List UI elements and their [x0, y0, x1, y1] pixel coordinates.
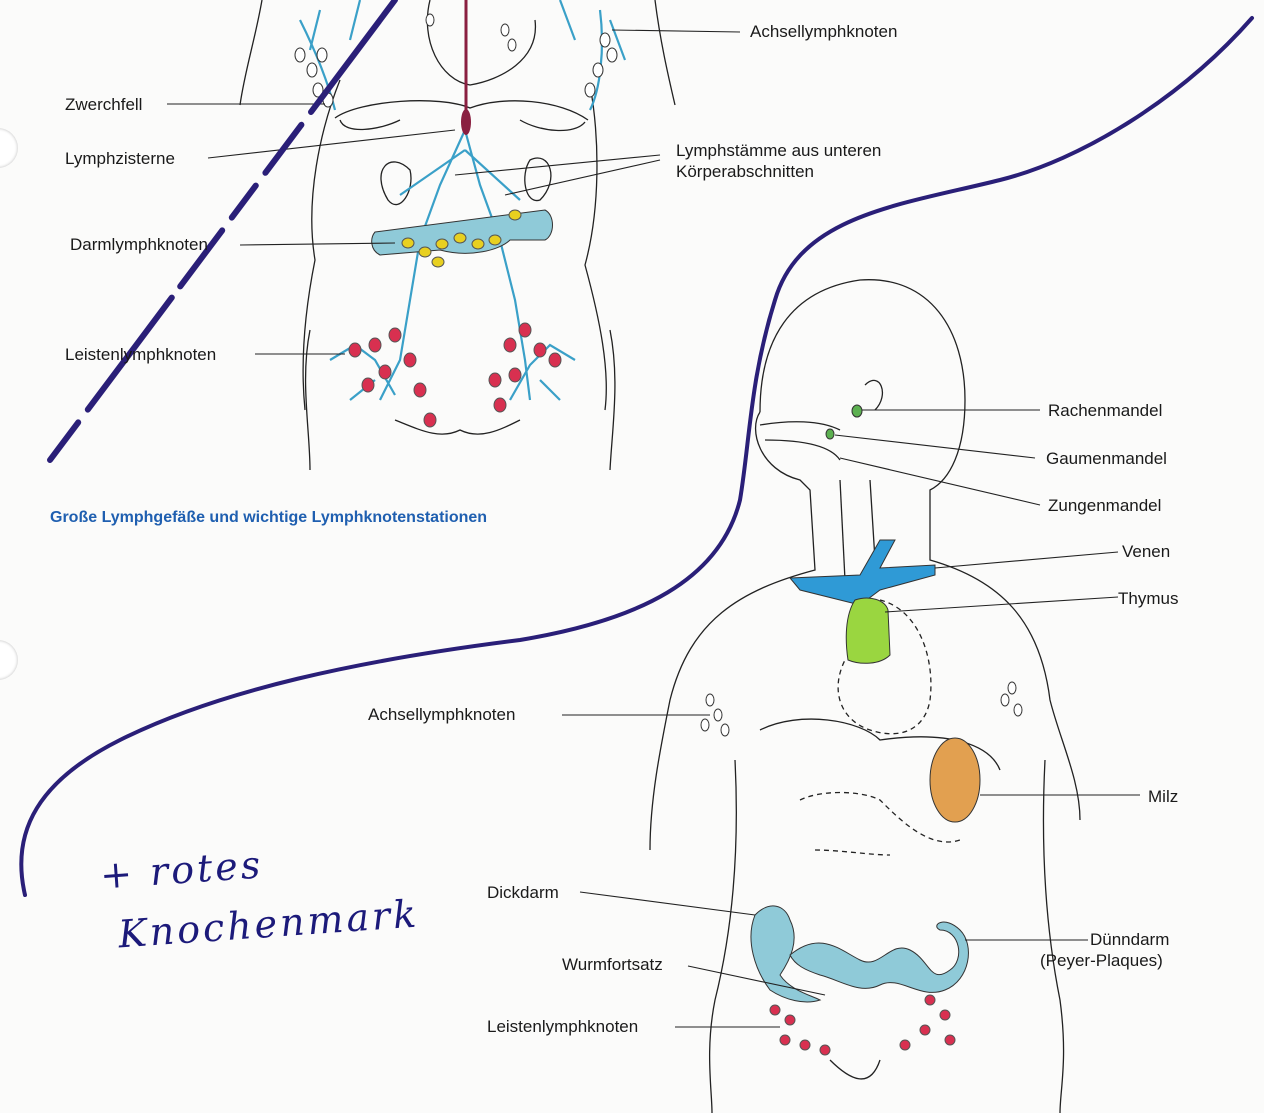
label-zungenmandel: Zungenmandel	[1048, 496, 1161, 516]
pen-diagonal-line	[50, 0, 395, 460]
label-gaumenmandel: Gaumenmandel	[1046, 449, 1167, 469]
label-leistenlymphknoten-upper: Leistenlymphknoten	[65, 345, 216, 365]
label-rachenmandel: Rachenmandel	[1048, 401, 1162, 421]
upper-axillary-nodes	[295, 14, 617, 107]
vein-arch	[790, 540, 935, 605]
figure-caption: Große Lymphgefäße und wichtige Lymphknot…	[50, 509, 487, 527]
thymus-organ	[846, 598, 890, 663]
label-darmlymphknoten: Darmlymphknoten	[70, 235, 208, 255]
label-milz: Milz	[1148, 787, 1178, 807]
label-lymphzisterne: Lymphzisterne	[65, 149, 175, 169]
label-duenndarm-line1: Dünndarm	[1090, 930, 1169, 950]
label-venen: Venen	[1122, 542, 1170, 562]
label-thymus: Thymus	[1118, 589, 1178, 609]
label-dickdarm: Dickdarm	[487, 883, 559, 903]
cisterna-chyli	[461, 109, 471, 135]
small-intestine	[790, 922, 968, 992]
label-wurmfortsatz: Wurmfortsatz	[562, 955, 663, 975]
upper-intestine	[372, 210, 553, 255]
upper-inguinal-nodes	[349, 323, 561, 427]
label-achsellymphknoten-upper: Achsellymphknoten	[750, 22, 897, 42]
label-lymphstaemme-line1: Lymphstämme aus unteren	[676, 141, 881, 161]
label-lymphstaemme-line2: Körperabschnitten	[676, 162, 814, 182]
label-duenndarm-line2: (Peyer-Plaques)	[1040, 951, 1163, 971]
lower-inguinal-nodes	[770, 995, 955, 1055]
spleen-organ	[930, 738, 980, 822]
label-zwerchfell: Zwerchfell	[65, 95, 142, 115]
label-leistenlymphknoten-lower: Leistenlymphknoten	[487, 1017, 638, 1037]
label-achsellymphknoten-lower: Achsellymphknoten	[368, 705, 515, 725]
tonsils	[826, 405, 862, 439]
